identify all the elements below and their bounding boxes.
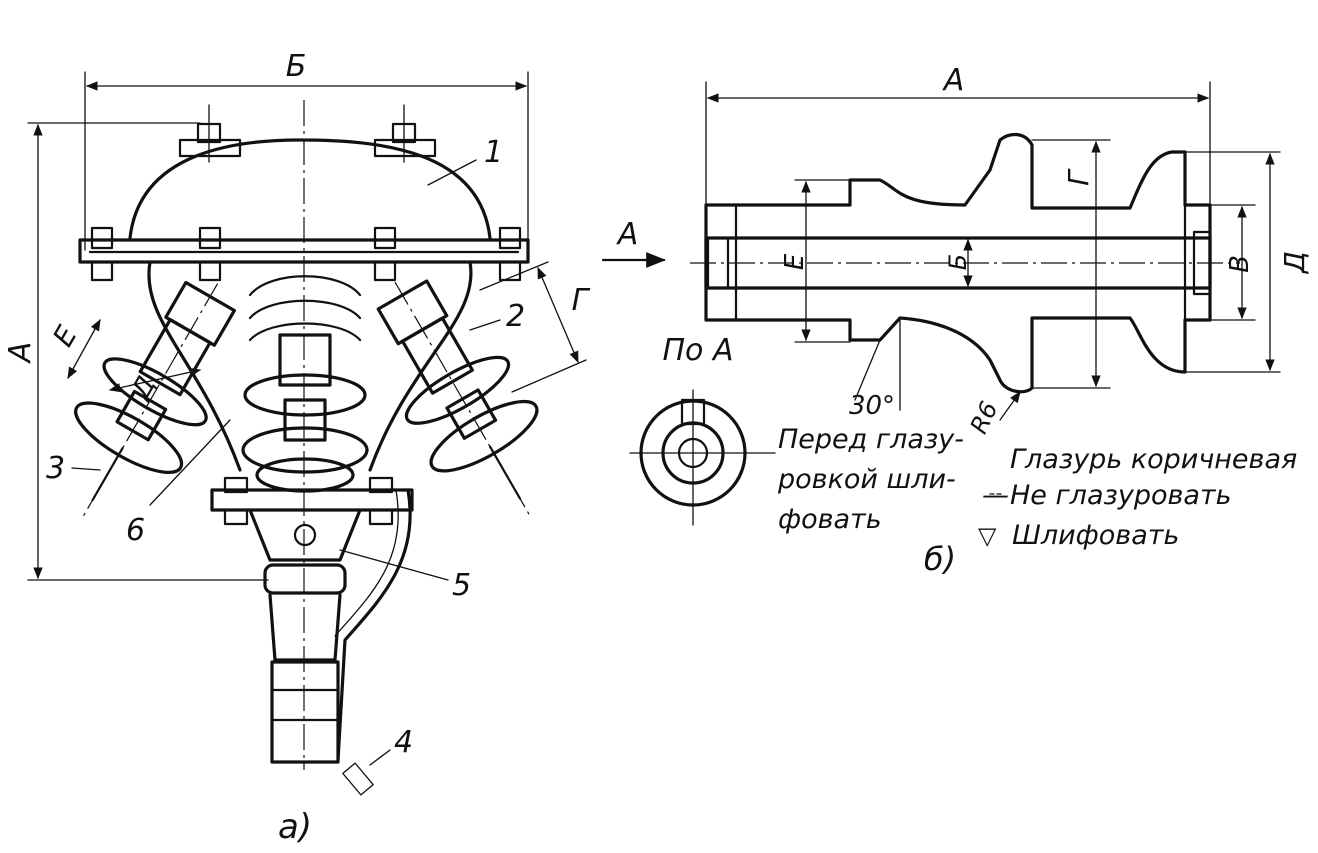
- angle-label: 30°: [849, 391, 895, 421]
- dim-label-b-b: Б: [944, 254, 972, 270]
- figure-b: А А Е Б: [601, 63, 1311, 578]
- dimension-e-inner: Е: [780, 179, 851, 343]
- legend-glaze: Глазурь коричневая: [1010, 444, 1297, 475]
- view-title: По А: [663, 333, 734, 368]
- note-line-2: ровкой шли-: [777, 464, 956, 495]
- part-number-2: 2: [506, 299, 525, 334]
- dim-label-b: Б: [286, 49, 307, 84]
- dimension-g-right: Г: [479, 261, 591, 393]
- legend-no-glaze-symbol: —: [982, 480, 1009, 511]
- lower-flange: [210, 476, 414, 764]
- dim-label-v-b: В: [1225, 255, 1255, 273]
- dimension-d-outer: Д: [1184, 151, 1311, 373]
- part-number-6: 6: [126, 513, 145, 548]
- figure-a: Б А: [3, 49, 591, 847]
- dimension-d-left: Д: [108, 367, 202, 405]
- flange-bolts: [90, 226, 522, 282]
- dimension-b-top: Б: [84, 49, 529, 251]
- legend-grind: Шлифовать: [1012, 520, 1179, 551]
- dimension-g-inner: Г: [1031, 139, 1111, 389]
- dim-label-a-top: А: [942, 63, 965, 98]
- dimension-e-left: Е: [46, 318, 101, 380]
- legend-grind-symbol: ▽: [978, 522, 997, 550]
- caption-b: б): [924, 540, 956, 578]
- radius-label: R6: [965, 397, 1004, 438]
- dim-label-e: Е: [46, 320, 84, 352]
- dim-label-a: А: [3, 342, 38, 365]
- dim-label-g-b: Г: [1062, 168, 1095, 186]
- legend: Глазурь коричневая — Не глазуровать ▽ Шл…: [978, 444, 1297, 551]
- dimension-a-top: А: [705, 63, 1211, 207]
- view-arrow-a: А: [601, 217, 666, 268]
- view-arrow-label: А: [616, 217, 639, 252]
- view-from-a: По А: [629, 333, 776, 526]
- part-number-5: 5: [452, 568, 471, 603]
- part-number-1: 1: [484, 135, 503, 170]
- radius-annotation: R6: [965, 391, 1021, 438]
- dim-label-d-b: Д: [1278, 251, 1311, 275]
- part-number-4: 4: [394, 725, 413, 760]
- right-insulator: [376, 279, 539, 517]
- dim-label-e-b: Е: [780, 253, 810, 270]
- part-callouts: 1 2 3 4 5 6: [46, 135, 525, 796]
- dim-label-g: Г: [572, 283, 591, 318]
- dimension-v-inner: В: [1184, 204, 1256, 321]
- part-number-3: 3: [46, 451, 65, 486]
- grinding-note: Перед глазу- ровкой шли- фовать: [777, 424, 964, 535]
- dimension-a-left: А: [3, 122, 269, 581]
- body-housing: [147, 100, 473, 770]
- dimension-b-inner: Б: [944, 238, 973, 288]
- legend-no-glaze: Не глазуровать: [1010, 480, 1232, 511]
- caption-a: а): [278, 807, 312, 847]
- center-insulator: [241, 333, 369, 493]
- note-line-1: Перед глазу-: [778, 424, 964, 455]
- angle-annotation: 30°: [849, 319, 901, 421]
- note-line-3: фовать: [778, 504, 882, 535]
